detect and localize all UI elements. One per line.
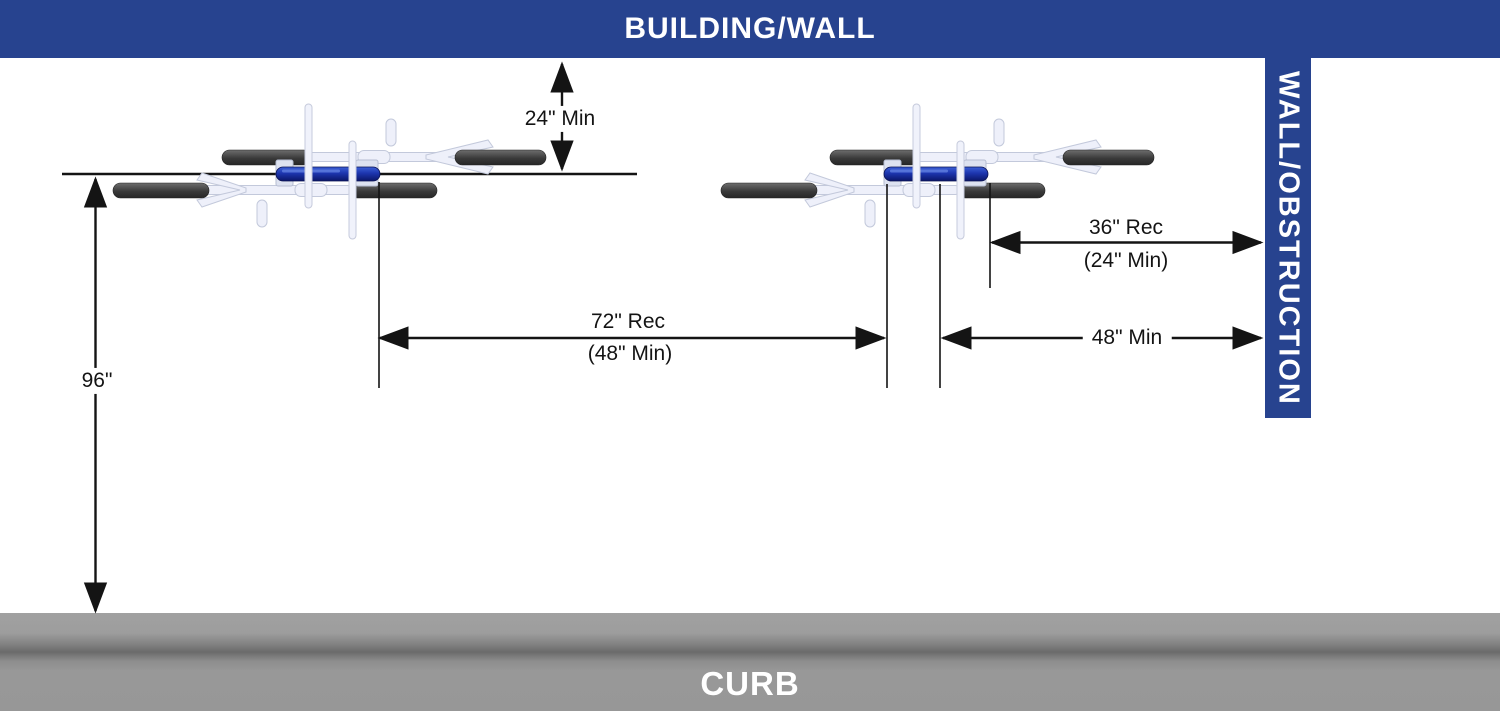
building-wall-label: BUILDING/WALL xyxy=(624,12,876,45)
end-clearance-rec-label: 36" Rec xyxy=(1089,215,1163,239)
wall-clearance-label: 24" Min xyxy=(515,105,605,133)
curb-label: CURB xyxy=(700,665,800,702)
wall-obstruction-label: WALL/OBSTRUCTION xyxy=(1272,70,1305,406)
bike-rack-group-1 xyxy=(112,103,547,240)
curb-distance-label: 96" xyxy=(72,367,122,395)
end-clearance-min-label: (24" Min) xyxy=(1083,248,1169,272)
rack-spacing-min-label: (48" Min) xyxy=(587,341,673,365)
building-wall-banner: BUILDING/WALL xyxy=(0,0,1500,58)
wall-obstruction-banner: WALL/OBSTRUCTION xyxy=(1265,58,1311,418)
rack-spacing-rec-label: 72" Rec xyxy=(591,309,665,333)
side-clearance-label: 48" Min xyxy=(1082,324,1172,352)
curb-band xyxy=(0,613,1500,711)
